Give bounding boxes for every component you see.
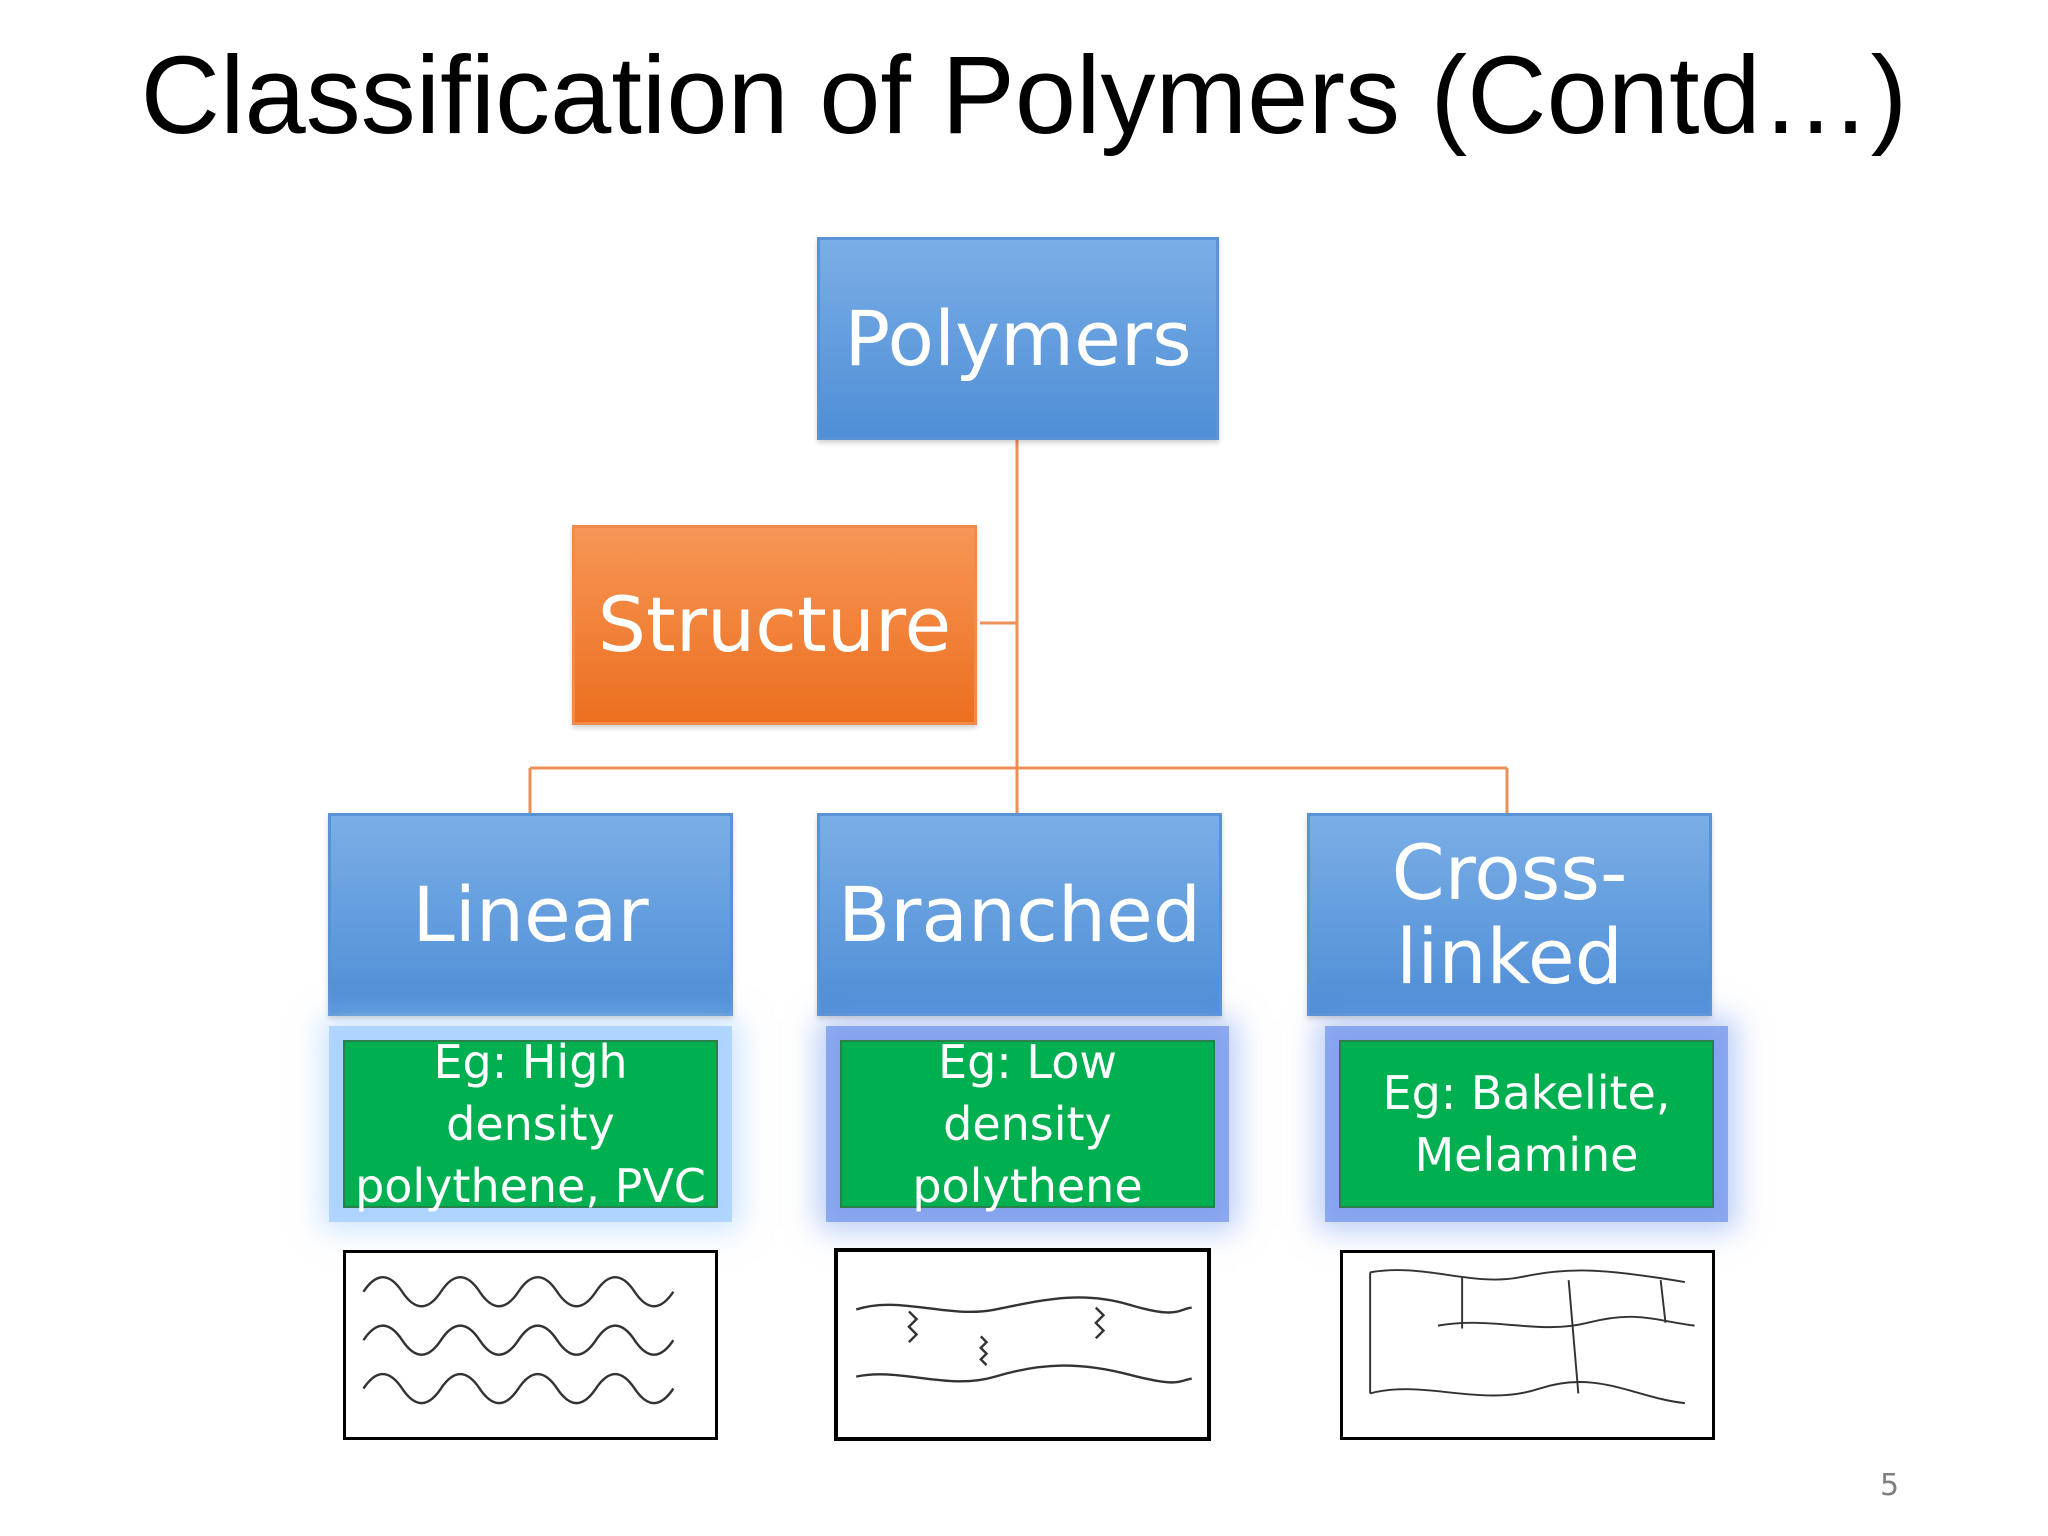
cross-linked-label: Cross-linked (1391, 827, 1628, 1001)
structure-label: Structure (597, 580, 952, 670)
linear-node: Linear (328, 813, 733, 1016)
branched-structure-image (834, 1248, 1211, 1441)
cross-linked-example-box: Eg: Bakelite, Melamine (1339, 1040, 1714, 1208)
cross-linked-node: Cross-linked (1307, 813, 1712, 1016)
polymers-label: Polymers (844, 293, 1192, 383)
branched-label: Branched (837, 869, 1202, 959)
polymers-node: Polymers (817, 237, 1219, 440)
linear-chains-drawing (362, 1276, 675, 1405)
branched-example-text: Eg: Low density polythene (912, 1034, 1143, 1214)
branched-example-box: Eg: Low density polythene (840, 1035, 1215, 1213)
linear-example-box: Eg: High density polythene, PVC (343, 1035, 718, 1213)
linear-structure-image (343, 1250, 718, 1440)
page-number: 5 (1880, 1468, 1900, 1503)
structure-node: Structure (572, 525, 977, 725)
cross-linked-network-drawing (1369, 1269, 1695, 1405)
linear-label: Linear (412, 869, 649, 959)
cross-linked-example-text: Eg: Bakelite, Melamine (1382, 1065, 1671, 1182)
linear-example-text: Eg: High density polythene, PVC (355, 1034, 706, 1214)
cross-linked-structure-image (1340, 1250, 1715, 1440)
branched-node: Branched (817, 813, 1222, 1016)
branched-chains-drawing (855, 1296, 1192, 1384)
slide-title: Classification of Polymers (Contd…) (140, 34, 1908, 157)
